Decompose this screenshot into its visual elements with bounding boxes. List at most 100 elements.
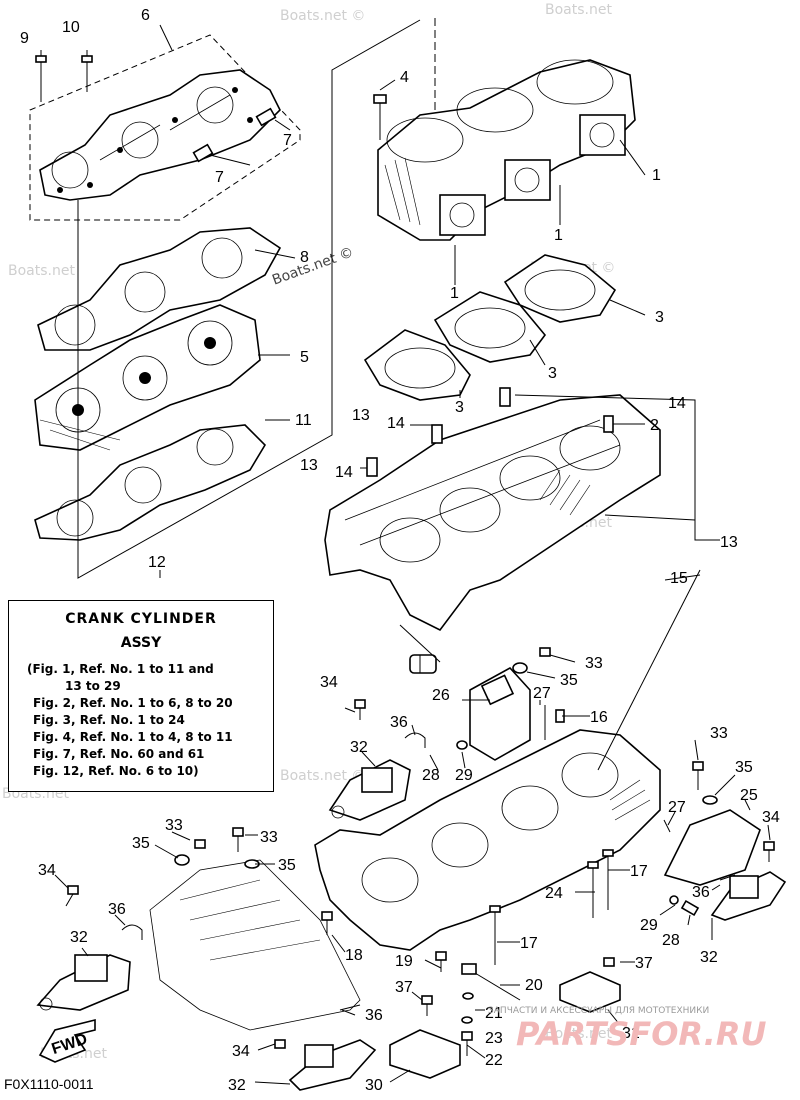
- callout-36: 36: [692, 884, 710, 901]
- bolt-22: [461, 1031, 473, 1056]
- washer-29-28: [456, 740, 700, 917]
- callout-1: 1: [652, 167, 661, 184]
- info-reference-list: (Fig. 1, Ref. No. 1 to 11 and 13 to 29 F…: [9, 661, 273, 780]
- cylinder-head-5: [34, 304, 261, 451]
- callout-18: 18: [345, 947, 363, 964]
- cylinder-bolt-4: [373, 94, 387, 140]
- callout-34: 34: [232, 1043, 250, 1060]
- rubber-pad-31: [559, 971, 621, 1013]
- dowel-pin-14: [366, 387, 511, 477]
- callout-36: 36: [365, 1007, 383, 1024]
- info-line: (Fig. 1, Ref. No. 1 to 11 and: [27, 662, 214, 676]
- head-cover: [39, 69, 281, 201]
- washer-21-23: [461, 992, 474, 1024]
- dowel-pin-2: [603, 415, 614, 433]
- callout-31: 31: [622, 1025, 640, 1042]
- callout-20: 20: [525, 977, 543, 994]
- brand-watermark-logo: PARTSFOR.RU: [516, 1015, 767, 1053]
- callout-36: 36: [390, 714, 408, 731]
- callout-32: 32: [228, 1077, 246, 1094]
- callout-13: 13: [352, 407, 370, 424]
- callout-3: 3: [655, 309, 664, 326]
- bearing-15: [409, 654, 437, 674]
- callout-33: 33: [585, 655, 603, 672]
- callout-7: 7: [215, 169, 224, 186]
- callout-36: 36: [108, 901, 126, 918]
- callout-14: 14: [668, 395, 686, 412]
- callout-35: 35: [735, 759, 753, 776]
- callout-8: 8: [300, 249, 309, 266]
- cylinder-gasket-3: [363, 254, 617, 401]
- info-line: Fig. 4, Ref. No. 1 to 4, 8 to 11: [33, 730, 233, 744]
- callout-29: 29: [640, 917, 658, 934]
- bolt-24: [587, 861, 599, 918]
- head-cover-bolt-10: [81, 55, 93, 92]
- callout-25: 25: [740, 787, 758, 804]
- figure-code: F0X1110-0011: [4, 1076, 94, 1092]
- callout-32: 32: [350, 739, 368, 756]
- engine-mount-32-left-lower: [36, 954, 131, 1011]
- callout-34: 34: [320, 674, 338, 691]
- washer-35: [174, 662, 718, 869]
- callout-34: 34: [38, 862, 56, 879]
- callout-24: 24: [545, 885, 563, 902]
- leader-lines: [40, 24, 771, 1085]
- callout-11: 11: [295, 412, 312, 429]
- watermark-boats: Boats.net ©: [280, 8, 365, 24]
- callout-34: 34: [762, 809, 780, 826]
- info-subtitle: ASSY: [120, 635, 162, 651]
- callout-21: 21: [485, 1005, 503, 1022]
- watermark-boats: Boats.net: [545, 2, 612, 18]
- callout-22: 22: [485, 1052, 503, 1069]
- info-line: Fig. 7, Ref. No. 60 and 61: [33, 747, 205, 761]
- callout-35: 35: [560, 672, 578, 689]
- lower-crankcase: [314, 729, 661, 951]
- callout-26: 26: [432, 687, 450, 704]
- callout-27: 27: [668, 799, 686, 816]
- callout-1: 1: [450, 285, 459, 302]
- callout-5: 5: [300, 349, 309, 366]
- info-line: 13 to 29: [65, 679, 121, 693]
- callout-35: 35: [132, 835, 150, 852]
- callout-16: 16: [590, 709, 608, 726]
- bolt-19: [435, 951, 447, 972]
- callout-3: 3: [548, 365, 557, 382]
- callout-1: 1: [554, 227, 563, 244]
- gasket-11: [34, 424, 267, 541]
- callout-2: 2: [650, 417, 659, 434]
- assembly-bracket-12: [77, 19, 421, 579]
- callout-17: 17: [520, 935, 538, 952]
- engine-mount-32-bottom: [288, 1039, 377, 1091]
- bolt-34: [65, 699, 775, 1049]
- bolt-27: [544, 705, 671, 833]
- callout-12: 12: [148, 554, 166, 571]
- cylinder-block-1: [377, 59, 636, 241]
- callout-9: 9: [20, 30, 29, 47]
- callout-14: 14: [335, 464, 353, 481]
- callout-14: 14: [387, 415, 405, 432]
- watermark-boats: Boats.net: [8, 263, 75, 279]
- brand-watermark-text: ЗАПЧАСТИ И АКСЕССУАРЫ ДЛЯ МОТОТЕХНИКИ: [488, 1006, 710, 1016]
- callout-27: 27: [533, 685, 551, 702]
- callout-33: 33: [260, 829, 278, 846]
- callout-33: 33: [165, 817, 183, 834]
- mount-bracket-26: [469, 666, 531, 761]
- hull-outline: [149, 859, 361, 1031]
- callout-37: 37: [635, 955, 653, 972]
- callout-19: 19: [395, 953, 413, 970]
- bolt-17: [489, 849, 614, 965]
- callout-32: 32: [700, 949, 718, 966]
- bolt-18: [321, 911, 333, 935]
- callout-10: 10: [62, 19, 80, 36]
- engine-mount-32-left-upper: [328, 759, 411, 821]
- head-cover-group-box: [29, 34, 301, 221]
- head-gasket-8: [37, 227, 282, 351]
- callout-3: 3: [455, 399, 464, 416]
- callout-32: 32: [70, 929, 88, 946]
- dowel-pin-7: [192, 107, 277, 163]
- oil-pipe-20: [461, 963, 521, 1001]
- engine-mount-32-right: [710, 871, 787, 921]
- info-title: CRANK CYLINDER: [65, 611, 217, 627]
- callout-17: 17: [630, 863, 648, 880]
- clip-36: [121, 732, 736, 1011]
